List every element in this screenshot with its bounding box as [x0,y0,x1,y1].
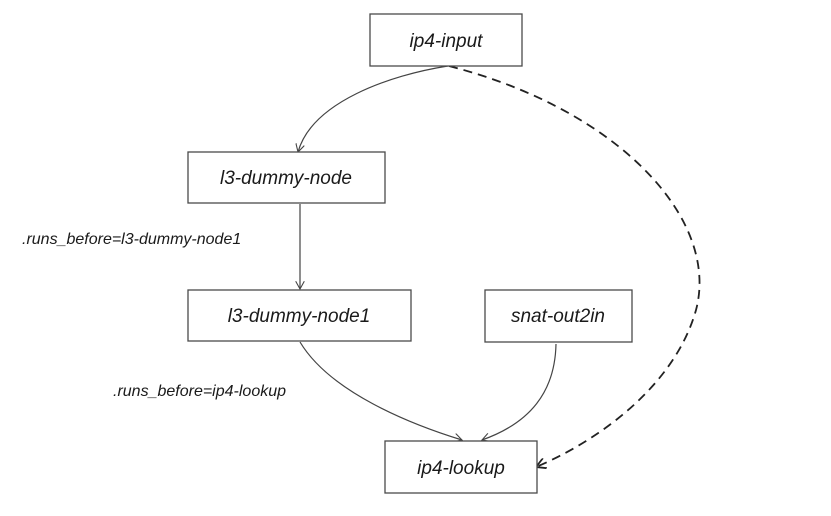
node-l3-dummy-node-label: l3-dummy-node [220,168,352,189]
edge-snat-out2in-to-ip4-lookup [482,343,557,440]
node-l3-dummy-node1-label: l3-dummy-node1 [228,306,371,327]
edge-l3-dummy-node1-to-ip4-lookup [299,341,462,440]
edge-ip4-input-to-l3-dummy-node [298,65,449,152]
node-snat-out2in-label: snat-out2in [511,306,605,327]
edge-label-runs-before-node1: .runs_before=l3-dummy-node1 [22,231,241,248]
edge-ip4-input-to-ip4-lookup-dashed [448,65,701,467]
node-l3-dummy-node: l3-dummy-node [187,151,386,204]
edge-label-runs-before-lookup: .runs_before=ip4-lookup [113,383,286,400]
node-ip4-input-label: ip4-input [410,31,484,52]
node-ip4-input: ip4-input [369,13,523,67]
node-snat-out2in: snat-out2in [484,289,633,343]
node-ip4-lookup: ip4-lookup [384,440,538,494]
node-ip4-lookup-label: ip4-lookup [417,458,505,479]
node-l3-dummy-node1: l3-dummy-node1 [187,289,412,342]
